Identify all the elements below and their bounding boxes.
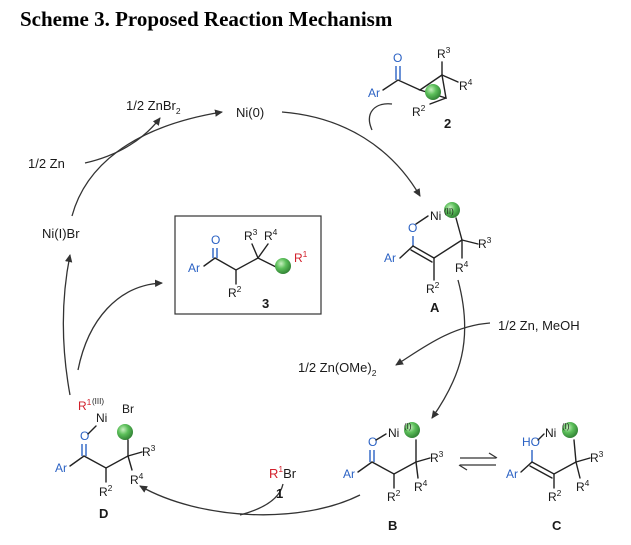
- green-ball-icon: [425, 84, 441, 100]
- intermediate-D-structure: R1 (III) Ni Br O Ar R3 R4 R2 D: [55, 397, 156, 521]
- svg-text:R2: R2: [99, 483, 113, 499]
- svg-text:R1: R1: [294, 249, 308, 265]
- reagent-1-number: 1: [276, 486, 283, 501]
- arrow-A-to-B: [431, 279, 466, 419]
- svg-text:R1: R1: [78, 397, 92, 413]
- green-ball-icon: [117, 424, 133, 440]
- svg-text:R3: R3: [590, 449, 604, 465]
- intermediate-C-structure: HO Ni (I) Ar R3 R4 R2 C: [506, 422, 604, 533]
- arrow-reagent-2-in: [368, 103, 393, 131]
- svg-text:HO: HO: [522, 435, 540, 449]
- arrow-znmeoh-to-znome: [395, 322, 491, 366]
- svg-text:R4: R4: [130, 471, 144, 487]
- svg-text:Ni: Ni: [388, 426, 399, 440]
- svg-text:R3: R3: [478, 235, 492, 251]
- arrow-ni0-to-A: [281, 111, 421, 197]
- svg-text:Ni: Ni: [96, 411, 107, 425]
- svg-text:R2: R2: [548, 488, 562, 504]
- atom-Ar: Ar: [368, 86, 380, 100]
- svg-text:Ni: Ni: [430, 209, 441, 223]
- arrow-zn-to-znbr2: [84, 117, 161, 164]
- svg-text:R3: R3: [437, 45, 451, 61]
- svg-text:O: O: [368, 435, 377, 449]
- intermediate-D-label: D: [99, 506, 108, 521]
- svg-text:Ar: Ar: [506, 467, 518, 481]
- svg-text:Ar: Ar: [384, 251, 396, 265]
- reagent-2-number: 2: [444, 116, 451, 131]
- svg-text:R2: R2: [228, 284, 242, 300]
- svg-text:(III): (III): [92, 397, 104, 406]
- green-ball-icon: [404, 422, 420, 438]
- r1br-label: R1Br: [269, 464, 297, 481]
- arrow-D-to-nii: [62, 254, 73, 396]
- intermediate-B-structure: Ni (I) O Ar R3 R4 R2 B: [343, 422, 444, 533]
- intermediate-B-label: B: [388, 518, 397, 533]
- svg-text:R2: R2: [387, 488, 401, 504]
- zn-half-label: 1/2 Zn: [28, 156, 65, 171]
- svg-text:Ni: Ni: [545, 426, 556, 440]
- arrow-B-to-D: [139, 485, 361, 516]
- svg-text:R3: R3: [142, 443, 156, 459]
- svg-text:Br: Br: [122, 402, 134, 416]
- znbr2-label: 1/2 ZnBr2: [126, 98, 181, 116]
- green-ball-icon: [562, 422, 578, 438]
- svg-text:R2: R2: [412, 103, 426, 119]
- scheme-title: Scheme 3. Proposed Reaction Mechanism: [20, 7, 393, 31]
- nii-br-label: Ni(I)Br: [42, 226, 80, 241]
- equilibrium-arrows: [458, 452, 498, 471]
- svg-text:R2: R2: [426, 280, 440, 296]
- svg-text:R3: R3: [430, 449, 444, 465]
- arrow-D-to-product: [77, 279, 163, 371]
- zn-meoh-label: 1/2 Zn, MeOH: [498, 318, 580, 333]
- svg-text:R4: R4: [576, 478, 590, 494]
- svg-text:Ar: Ar: [343, 467, 355, 481]
- arrow-nii-to-ni0: [71, 109, 223, 217]
- svg-text:Ar: Ar: [188, 261, 200, 275]
- product-3-number: 3: [262, 296, 269, 311]
- svg-text:(I): (I): [404, 422, 412, 431]
- svg-text:O: O: [80, 429, 89, 443]
- atom-O: O: [393, 51, 402, 65]
- zn-ome-label: 1/2 Zn(OMe)2: [298, 360, 377, 378]
- ni0-label: Ni(0): [236, 105, 264, 120]
- svg-text:O: O: [211, 233, 220, 247]
- green-ball-icon: [275, 258, 291, 274]
- svg-text:R4: R4: [455, 259, 469, 275]
- svg-text:R4: R4: [264, 227, 278, 243]
- svg-text:R4: R4: [459, 77, 473, 93]
- svg-text:O: O: [408, 221, 417, 235]
- reagent-2-structure: O Ar R3 R4 R2 2: [368, 45, 473, 131]
- intermediate-A-label: A: [430, 300, 440, 315]
- product-3-box: O Ar R3 R4 R1 R2 3: [174, 215, 322, 315]
- svg-text:R3: R3: [244, 227, 258, 243]
- svg-text:R4: R4: [414, 478, 428, 494]
- svg-text:Ar: Ar: [55, 461, 67, 475]
- svg-text:(II): (II): [444, 207, 454, 216]
- svg-text:(I): (I): [562, 422, 570, 431]
- intermediate-A-structure: Ni (II) (II) O Ar R3 R4 R2 A: [384, 202, 492, 315]
- intermediate-C-label: C: [552, 518, 562, 533]
- green-ball-icon: [444, 202, 460, 218]
- arrow-r1br-in: [239, 483, 284, 516]
